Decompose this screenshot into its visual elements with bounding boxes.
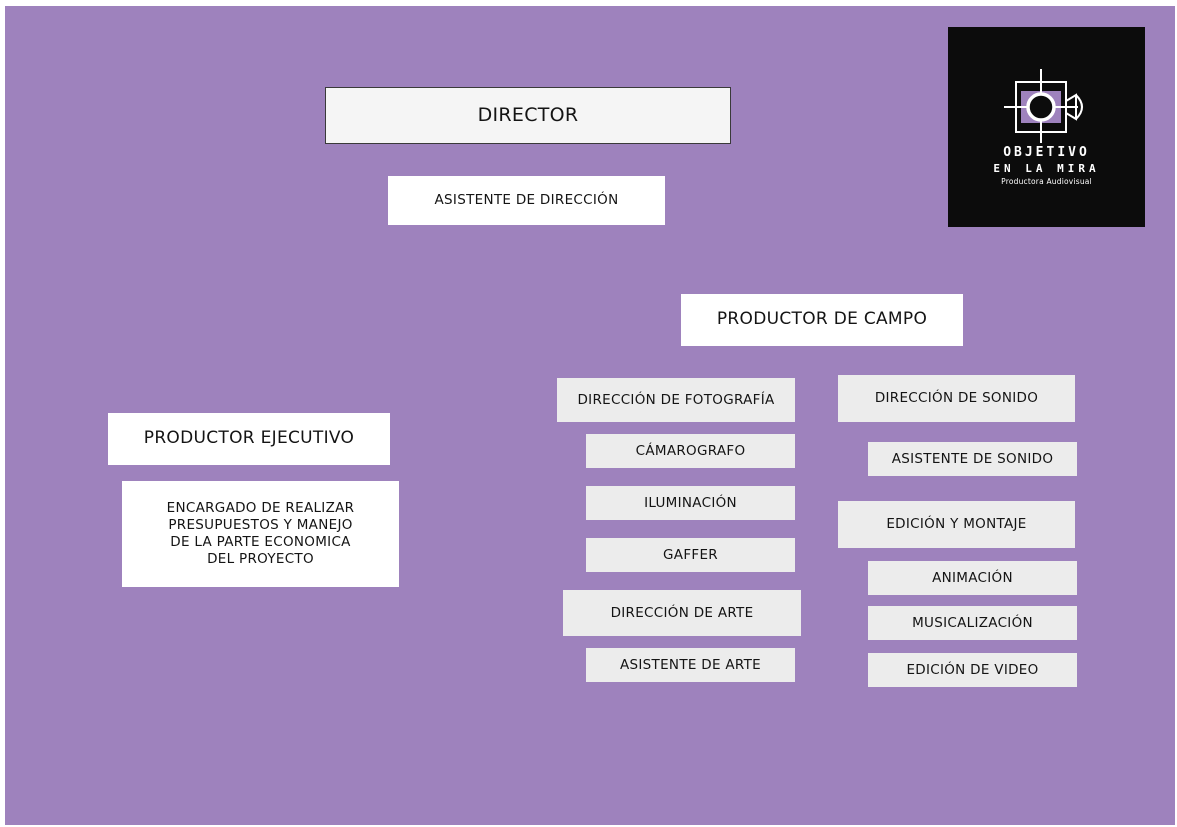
productor-ejecutivo-description: ENCARGADO DE REALIZAR PRESUPUESTOS Y MAN…	[122, 481, 399, 587]
left-role-label: ASISTENTE DE ARTE	[619, 656, 762, 673]
left-role-box: ASISTENTE DE ARTE	[586, 648, 795, 682]
asistente-direccion-box: ASISTENTE DE DIRECCIÓN	[388, 176, 665, 225]
left-role-box: GAFFER	[586, 538, 795, 572]
right-role-box: EDICIÓN DE VIDEO	[868, 653, 1077, 687]
right-role-box: DIRECCIÓN DE SONIDO	[838, 375, 1075, 422]
logo-tagline: Productora Audiovisual	[1001, 177, 1092, 186]
left-role-box: ILUMINACIÓN	[586, 486, 795, 520]
left-role-box: CÁMAROGRAFO	[586, 434, 795, 468]
productor-campo-box: PRODUCTOR DE CAMPO	[681, 294, 963, 346]
right-role-box: MUSICALIZACIÓN	[868, 606, 1077, 640]
left-role-label: ILUMINACIÓN	[644, 494, 737, 511]
right-role-label: EDICIÓN Y MONTAJE	[886, 516, 1027, 533]
productor-ejecutivo-desc-text: ENCARGADO DE REALIZAR PRESUPUESTOS Y MAN…	[166, 500, 355, 567]
logo-subtitle: EN LA MIRA	[993, 162, 1100, 175]
left-role-label: DIRECCIÓN DE ARTE	[610, 604, 754, 621]
left-role-label: DIRECCIÓN DE FOTOGRAFÍA	[577, 391, 775, 408]
left-role-label: GAFFER	[663, 546, 718, 563]
company-logo: OBJETIVO EN LA MIRA Productora Audiovisu…	[948, 27, 1145, 227]
camera-target-icon	[1004, 69, 1083, 143]
left-role-box: DIRECCIÓN DE ARTE	[563, 590, 801, 636]
org-chart-canvas: DIRECTOR ASISTENTE DE DIRECCIÓN PRODUCTO…	[5, 6, 1175, 825]
logo-title: OBJETIVO	[1003, 145, 1090, 160]
right-role-label: MUSICALIZACIÓN	[912, 614, 1033, 631]
productor-ejecutivo-box: PRODUCTOR EJECUTIVO	[108, 413, 390, 465]
right-role-box: ASISTENTE DE SONIDO	[868, 442, 1077, 476]
asistente-direccion-label: ASISTENTE DE DIRECCIÓN	[434, 192, 619, 209]
right-role-box: ANIMACIÓN	[868, 561, 1077, 595]
right-role-label: EDICIÓN DE VIDEO	[906, 661, 1039, 678]
productor-campo-label: PRODUCTOR DE CAMPO	[716, 309, 928, 330]
left-role-box: DIRECCIÓN DE FOTOGRAFÍA	[557, 378, 795, 422]
left-role-label: CÁMAROGRAFO	[635, 442, 746, 459]
director-box: DIRECTOR	[325, 87, 731, 144]
right-role-label: DIRECCIÓN DE SONIDO	[874, 390, 1039, 407]
right-role-label: ASISTENTE DE SONIDO	[891, 450, 1054, 467]
right-role-box: EDICIÓN Y MONTAJE	[838, 501, 1075, 548]
right-role-label: ANIMACIÓN	[932, 569, 1013, 586]
productor-ejecutivo-label: PRODUCTOR EJECUTIVO	[143, 428, 355, 449]
director-label: DIRECTOR	[477, 103, 579, 126]
